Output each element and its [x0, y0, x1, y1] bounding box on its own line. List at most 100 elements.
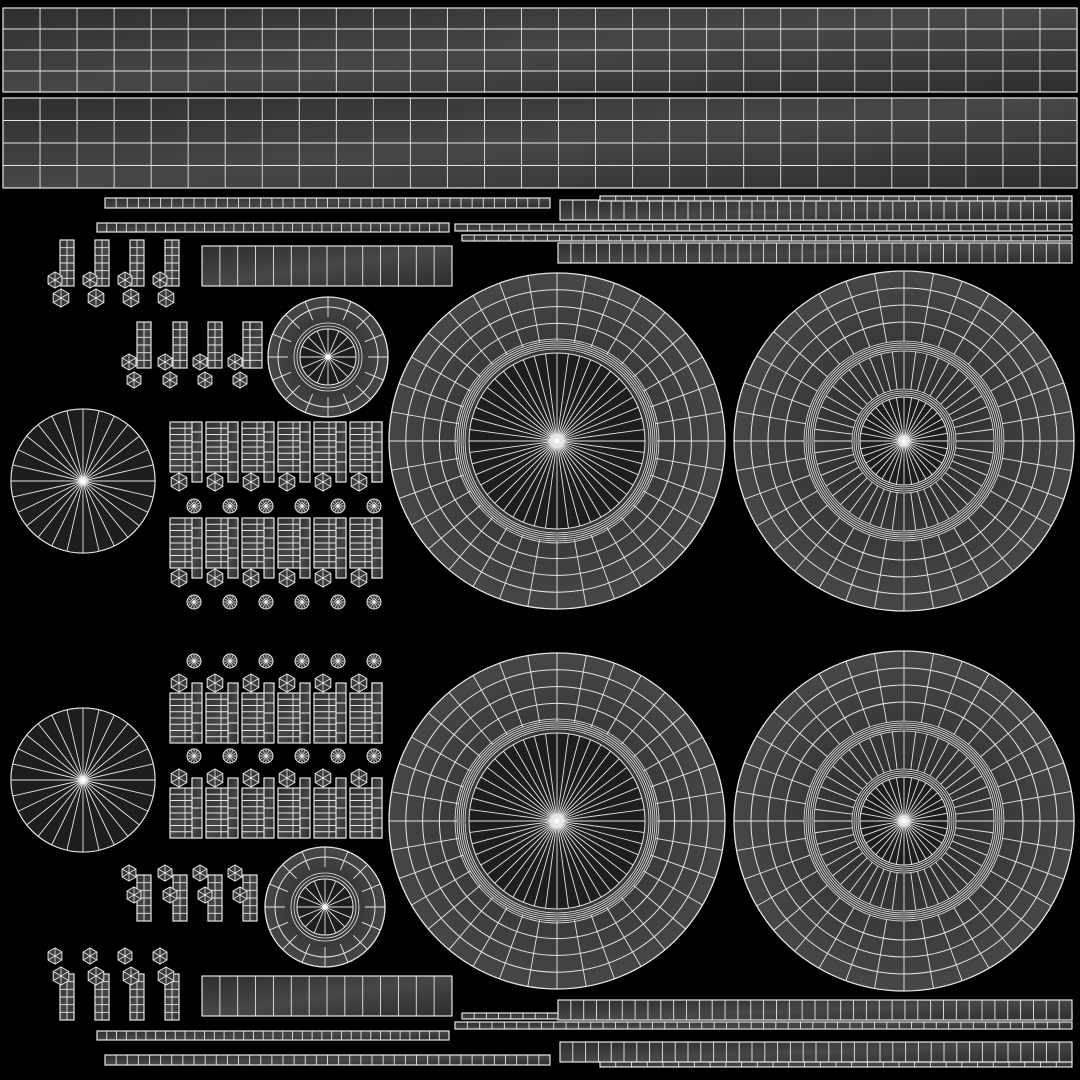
uv-cap-island [157, 353, 173, 371]
uv-cap-island [350, 472, 368, 492]
uv-strip-island [461, 234, 1073, 242]
uv-disk-small [264, 846, 386, 968]
cap-wire-lines [243, 473, 259, 491]
cap-wire-lines [227, 865, 243, 881]
cap-wire-lines [232, 887, 248, 903]
cap-wire-lines [126, 887, 142, 903]
strip-grid-lines [372, 431, 382, 473]
cap-wire-lines [123, 967, 139, 985]
disk-band-ring [293, 875, 357, 939]
uv-cap-island [314, 768, 332, 788]
uv-strip-island [191, 421, 203, 483]
strip-grid-lines [106, 1031, 440, 1040]
disk-wire-lines [734, 651, 1074, 991]
uv-strip-island [191, 777, 203, 839]
disk-band-ring [857, 774, 951, 868]
uv-cap-island [294, 594, 310, 610]
strip-grid-lines [264, 431, 274, 473]
cap-wire-lines [232, 372, 248, 388]
strip-grid-lines [336, 692, 346, 734]
disk-center-point [901, 818, 907, 824]
uv-disk-large [388, 272, 726, 610]
uv-strip-island [191, 517, 203, 579]
cap-wire-lines [53, 967, 69, 985]
disk-wire-lines [268, 297, 388, 417]
uv-cap-island [206, 768, 224, 788]
disk-band-ring [809, 346, 999, 536]
disk-center-point [901, 438, 907, 444]
strip-grid-lines [219, 246, 435, 286]
cap-wire-lines [243, 674, 259, 692]
uv-cap-island [186, 748, 202, 764]
uv-strip-top-1 [2, 7, 1078, 93]
uv-cap-island [278, 768, 296, 788]
uv-cap-island [366, 498, 382, 514]
uv-strip-island [207, 321, 223, 369]
disk-band-ring [805, 342, 1003, 540]
strip-grid-lines [570, 1000, 1060, 1020]
uv-strip-island [299, 421, 311, 483]
uv-cap-island [350, 768, 368, 788]
cap-wire-lines [88, 967, 104, 985]
uv-strip-island [371, 517, 383, 579]
cap-wire-lines [162, 887, 178, 903]
uv-cap-island [122, 966, 140, 986]
uv-strip-island [371, 777, 383, 839]
uv-strip-island [263, 421, 275, 483]
strip-grid-lines [206, 788, 236, 838]
cap-wire-lines [259, 749, 273, 763]
uv-cap-island [186, 594, 202, 610]
cap-wire-lines [157, 865, 173, 881]
cap-wire-lines [192, 354, 208, 370]
strip-grid-lines [192, 527, 202, 569]
strip-grid-lines [228, 527, 238, 569]
cap-wire-lines [207, 674, 223, 692]
uv-cap-island [314, 472, 332, 492]
strip-grid-lines [372, 527, 382, 569]
strip-grid-lines [170, 518, 200, 568]
cap-wire-lines [315, 769, 331, 787]
uv-strip-island [96, 222, 450, 233]
strip-grid-lines [314, 422, 344, 472]
strip-grid-lines [473, 235, 1061, 241]
cap-wire-lines [197, 887, 213, 903]
strip-grid-lines [336, 431, 346, 473]
strip-grid-lines [60, 240, 74, 286]
cap-wire-lines [331, 595, 345, 609]
disk-wire-lines [389, 653, 725, 989]
uv-strip-island [227, 517, 239, 579]
uv-cap-island [366, 653, 382, 669]
uv-strip-island [104, 197, 551, 209]
cap-wire-lines [158, 967, 174, 985]
strip-grid-lines [242, 518, 272, 568]
uv-cap-island [87, 288, 105, 308]
cap-wire-lines [295, 749, 309, 763]
uv-cap-island [117, 947, 133, 965]
strip-grid-lines [137, 875, 151, 921]
strip-grid-lines [264, 787, 274, 829]
cap-wire-lines [223, 595, 237, 609]
cap-wire-lines [351, 473, 367, 491]
cap-wire-lines [187, 499, 201, 513]
strip-grid-lines [219, 976, 435, 1016]
cap-wire-lines [315, 473, 331, 491]
strip-grid-lines [192, 692, 202, 734]
strip-grid-lines [570, 243, 1060, 263]
uv-cap-island [122, 288, 140, 308]
uv-cap-island [222, 594, 238, 610]
strip-grid-lines [170, 422, 200, 472]
uv-cap-island [197, 371, 213, 389]
uv-cap-island [206, 472, 224, 492]
strip-grid-lines [243, 875, 257, 921]
uv-cap-island [152, 947, 168, 965]
disk-band-ring [458, 342, 656, 540]
uv-cap-island [232, 886, 248, 904]
uv-cap-island [242, 568, 260, 588]
uv-cap-island [314, 568, 332, 588]
strip-grid-lines [466, 1022, 1061, 1029]
strip-grid-lines [300, 692, 310, 734]
uv-disk-large [733, 270, 1075, 612]
cap-wire-lines [82, 272, 98, 288]
cap-wire-lines [259, 654, 273, 668]
